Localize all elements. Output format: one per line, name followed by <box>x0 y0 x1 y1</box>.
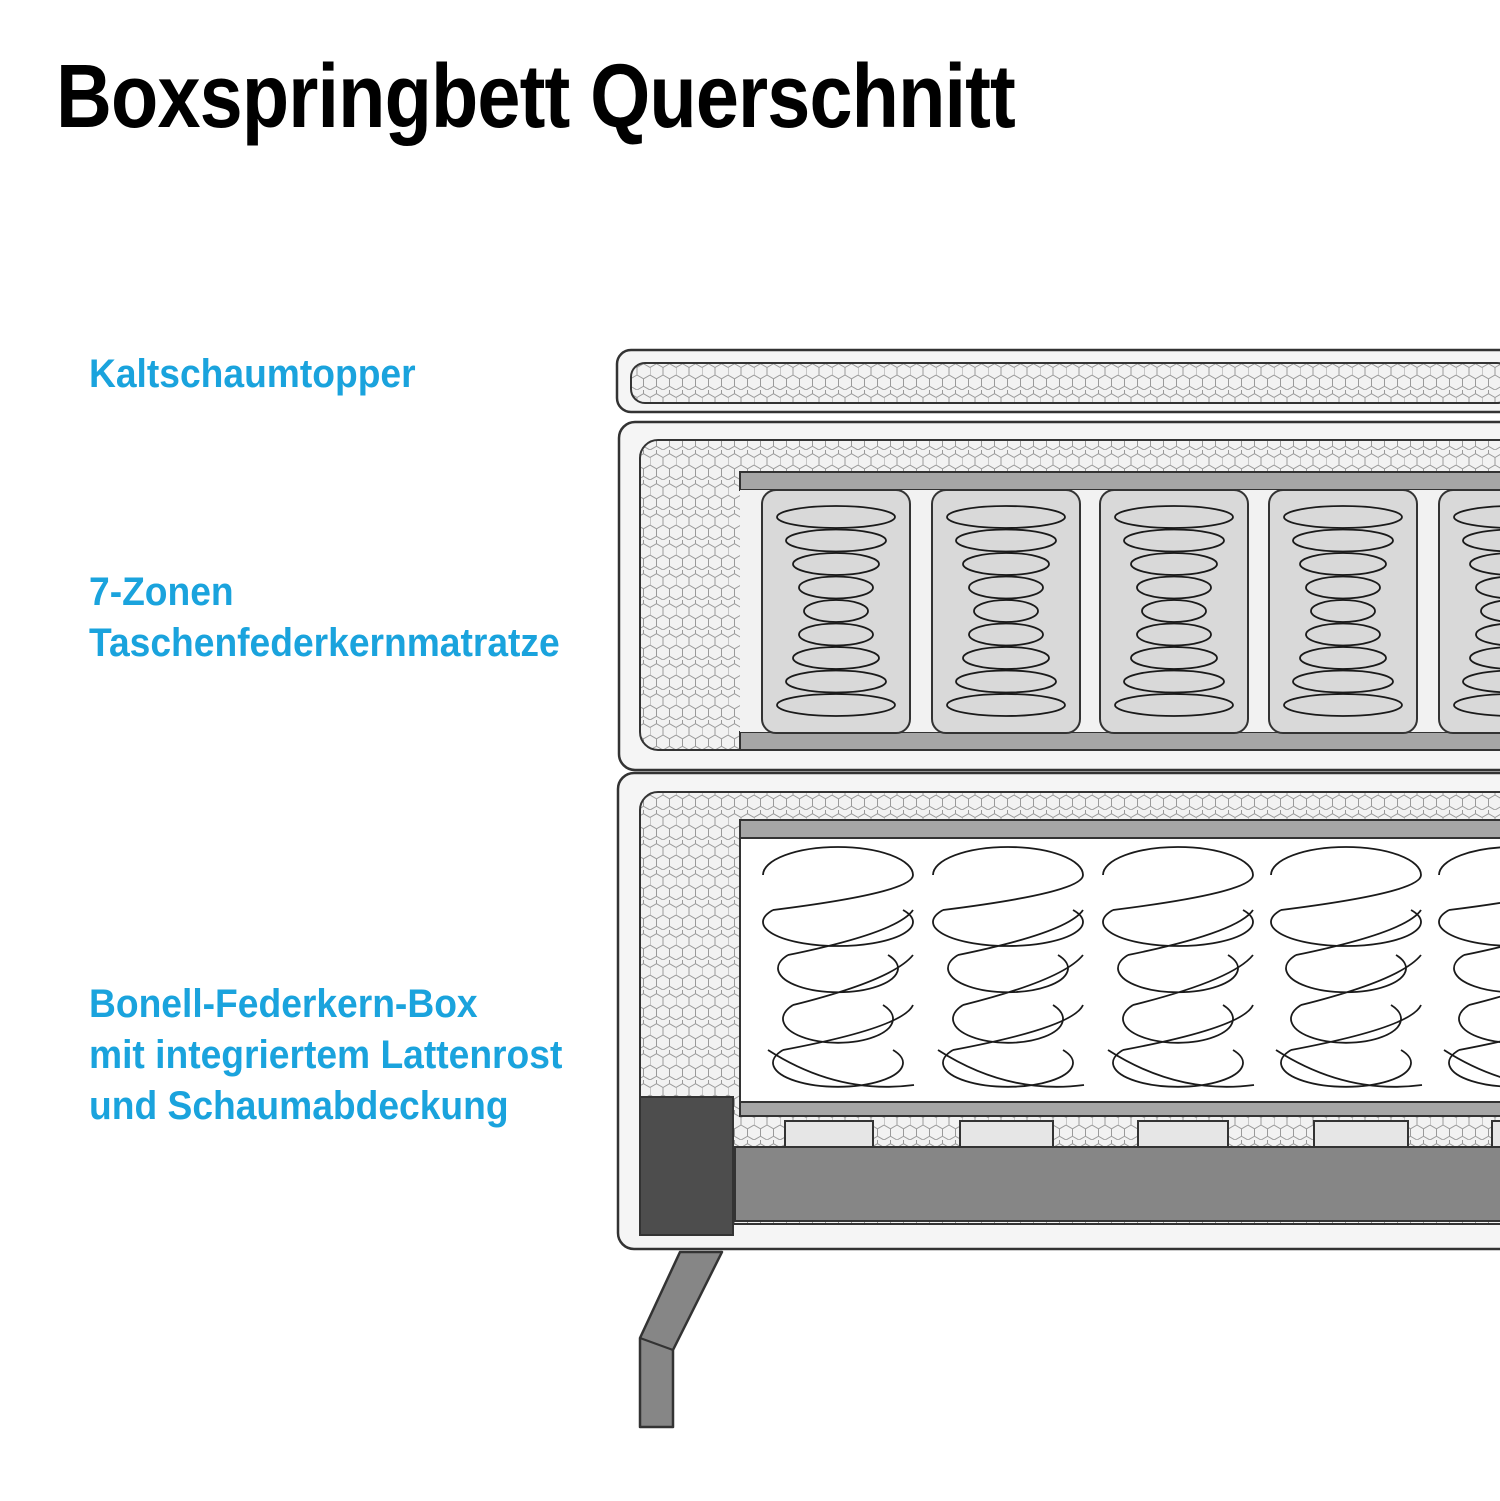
mattress-top-board <box>739 471 1500 491</box>
label-box-line-1: Bonell-Federkern-Box <box>89 982 478 1026</box>
bonell-spring <box>932 846 1085 1088</box>
slatted-frame <box>784 1120 1500 1148</box>
box-bottom-board <box>739 1101 1500 1117</box>
label-topper: Kaltschaumtopper <box>89 349 416 400</box>
label-box: Bonell-Federkern-Box mit integriertem La… <box>89 979 562 1132</box>
box-base-frame <box>734 1146 1500 1222</box>
label-mattress: 7-Zonen Taschenfederkernmatratze <box>89 567 560 669</box>
pocket-springs <box>761 489 1500 734</box>
mattress-layer <box>617 420 1500 772</box>
bonell-spring <box>1102 846 1255 1088</box>
pocket-spring <box>1099 489 1249 734</box>
pocket-spring <box>1268 489 1418 734</box>
bonell-spring <box>762 846 915 1088</box>
topper-layer <box>615 348 1500 414</box>
pocket-spring <box>1438 489 1500 734</box>
slat <box>1313 1120 1409 1148</box>
box-corner-frame <box>639 1096 734 1236</box>
bed-leg <box>638 1250 724 1429</box>
label-topper-line-1: Kaltschaumtopper <box>89 352 416 396</box>
bonell-spring <box>1270 846 1423 1088</box>
label-mattress-line-1: 7-Zonen <box>89 570 234 614</box>
slat <box>959 1120 1054 1148</box>
label-box-line-3: und Schaumabdeckung <box>89 1084 509 1128</box>
pocket-spring <box>761 489 911 734</box>
box-layer <box>616 771 1500 1251</box>
mattress-bottom-board <box>739 731 1500 751</box>
pocket-spring <box>931 489 1081 734</box>
label-box-line-2: mit integriertem Lattenrost <box>89 1033 563 1077</box>
label-mattress-line-2: Taschenfederkernmatratze <box>89 621 560 665</box>
slat <box>1491 1120 1500 1148</box>
slat <box>1137 1120 1229 1148</box>
page-title: Boxspringbett Querschnitt <box>56 47 1016 147</box>
box-top-board <box>739 819 1500 839</box>
bonell-springs <box>762 846 1500 1088</box>
slat <box>784 1120 874 1148</box>
